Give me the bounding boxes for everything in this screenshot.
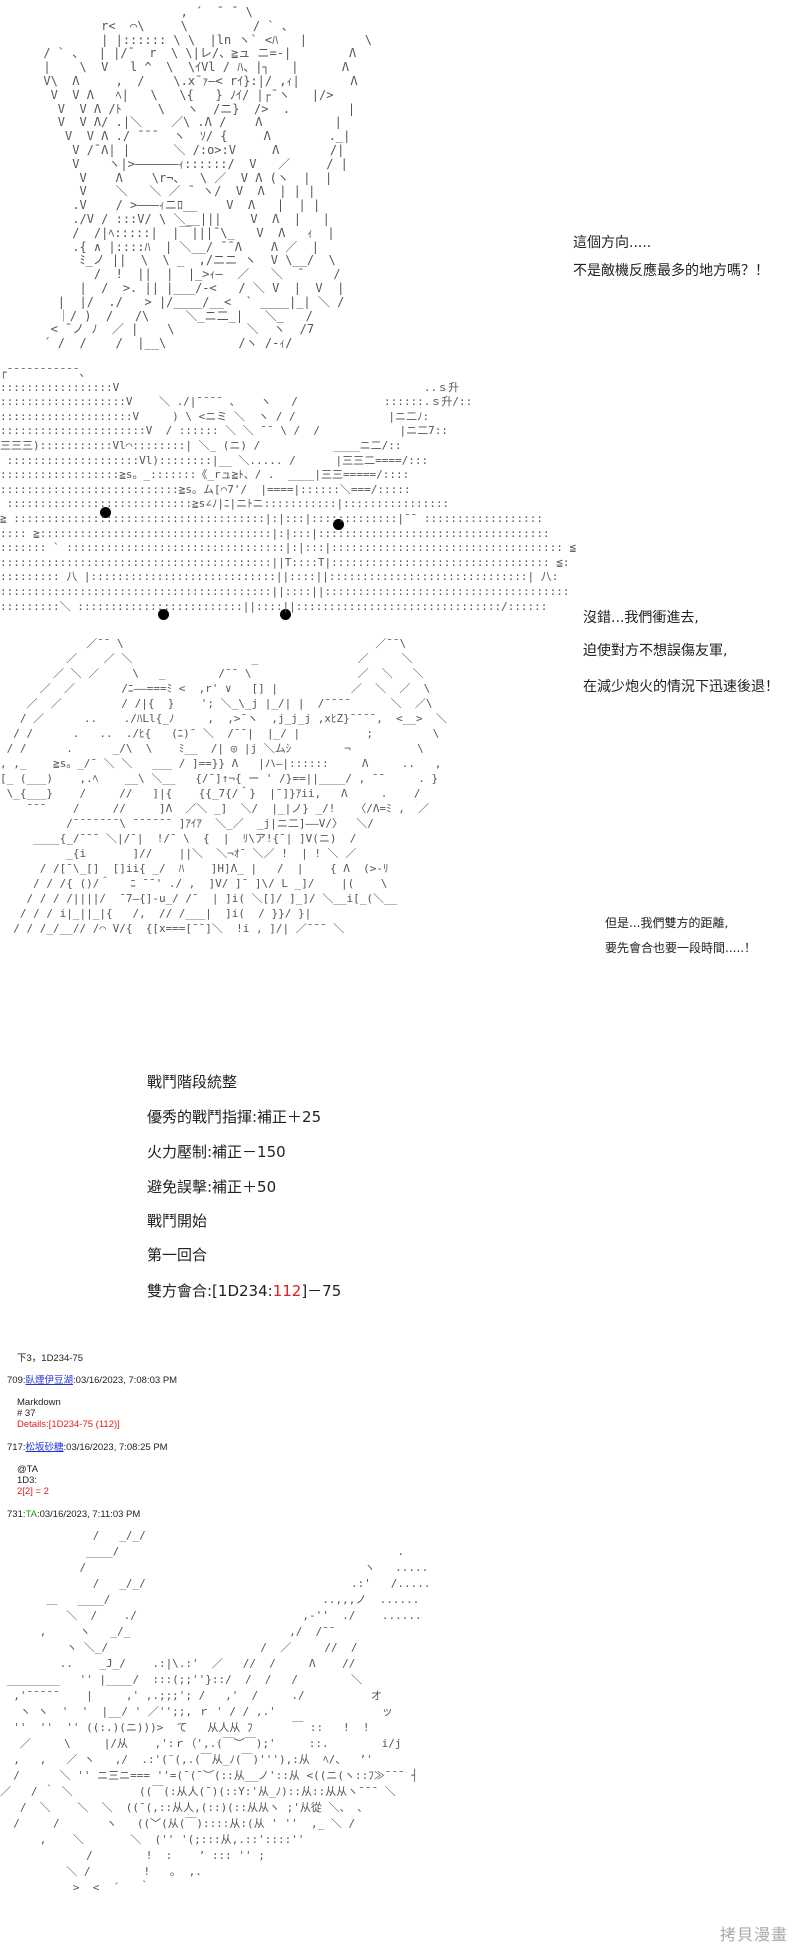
dialogue-line: 沒錯...我們衝進去, bbox=[583, 610, 699, 626]
ascii-art-mecha-1: , ´ ¯ ¯ \ r< ⌒\ \ / ` 、 | |:::::: \ \ |l… bbox=[43, 5, 373, 351]
post-body-line: 1D3: bbox=[17, 1475, 38, 1486]
dialogue-line: 但是...我們雙方的距離, bbox=[605, 916, 729, 930]
post-header: 709:臥煙伊豆湖:03/16/2023, 7:08:03 PM bbox=[7, 1376, 177, 1386]
ascii-art-explosion: / _/_/ ____/ . / ヽ ..... / _/_/ .:' /...… bbox=[0, 1529, 431, 1894]
dice-result-line: 雙方會合:[1D234:112]－75 bbox=[147, 1284, 341, 1299]
story-line: 第一回合 bbox=[147, 1246, 208, 1264]
dice-roll: 112 bbox=[272, 1282, 302, 1300]
ascii-art-dot bbox=[158, 609, 169, 620]
dialogue-line: 在減少炮火的情況下迅速後退！ bbox=[583, 679, 779, 695]
story-line: 戰鬥開始 bbox=[147, 1212, 208, 1230]
post-time: :03/16/2023, 7:08:25 PM bbox=[63, 1442, 168, 1453]
dice-suffix: ]－75 bbox=[301, 1282, 342, 1300]
story-line: 優秀的戰鬥指揮:補正＋25 bbox=[147, 1108, 322, 1126]
post-note: 下3，1D234-75 bbox=[17, 1353, 84, 1364]
post-body-line: Markdown bbox=[17, 1397, 61, 1408]
ascii-art-dot bbox=[100, 507, 111, 518]
post-number: 709: bbox=[7, 1375, 26, 1386]
dialogue-line: 這個方向..... bbox=[573, 235, 652, 251]
story-line: 避免誤擊:補正＋50 bbox=[147, 1178, 277, 1196]
post-author: TA bbox=[25, 1509, 37, 1520]
post-number: 731: bbox=[7, 1509, 26, 1520]
watermark: 拷貝漫畫 bbox=[719, 1925, 788, 1944]
post-body-line: # 37 bbox=[17, 1408, 36, 1419]
dice-prefix: 雙方會合:[1D234: bbox=[147, 1282, 273, 1300]
post-number: 717: bbox=[7, 1442, 26, 1453]
story-line: 火力壓制:補正－150 bbox=[147, 1143, 286, 1161]
story-line: 戰鬥階段統整 bbox=[147, 1073, 238, 1091]
post-header: 717:松坂砂糖:03/16/2023, 7:08:25 PM bbox=[7, 1443, 168, 1453]
ascii-art-battleship: ┌¯¯¯¯¯¯¯¯¯¯¯、 :::::::::::::::::V ..ｓ升 ::… bbox=[0, 366, 577, 613]
post-dice-details: Details:[1D234-75 (112)] bbox=[17, 1419, 120, 1430]
post-time: :03/16/2023, 7:08:03 PM bbox=[73, 1375, 178, 1386]
post-author-link[interactable]: 臥煙伊豆湖 bbox=[25, 1375, 74, 1386]
dialogue-line: 要先會合也要一段時間.....！ bbox=[605, 941, 757, 955]
post-body-line: @TA bbox=[17, 1464, 39, 1475]
ascii-art-dot bbox=[333, 519, 344, 530]
post-author-link[interactable]: 松坂砂糖 bbox=[25, 1442, 64, 1453]
post-time: :03/16/2023, 7:11:03 PM bbox=[36, 1509, 141, 1520]
post-header: 731:TA:03/16/2023, 7:11:03 PM bbox=[7, 1510, 140, 1520]
post-dice-result: 2[2] = 2 bbox=[17, 1486, 49, 1497]
ascii-art-mecha-2: ／¯¯ \ ／¯¯\ ／ ／ ＼ _ ／ ＼ ／ ＼ ／ \ _ /¯¯ \ ／… bbox=[0, 637, 447, 935]
dialogue-line: 不是敵機反應最多的地方嗎？！ bbox=[573, 263, 769, 279]
dialogue-line: 迫使對方不想誤傷友軍, bbox=[583, 643, 728, 659]
ascii-art-dot bbox=[280, 609, 291, 620]
